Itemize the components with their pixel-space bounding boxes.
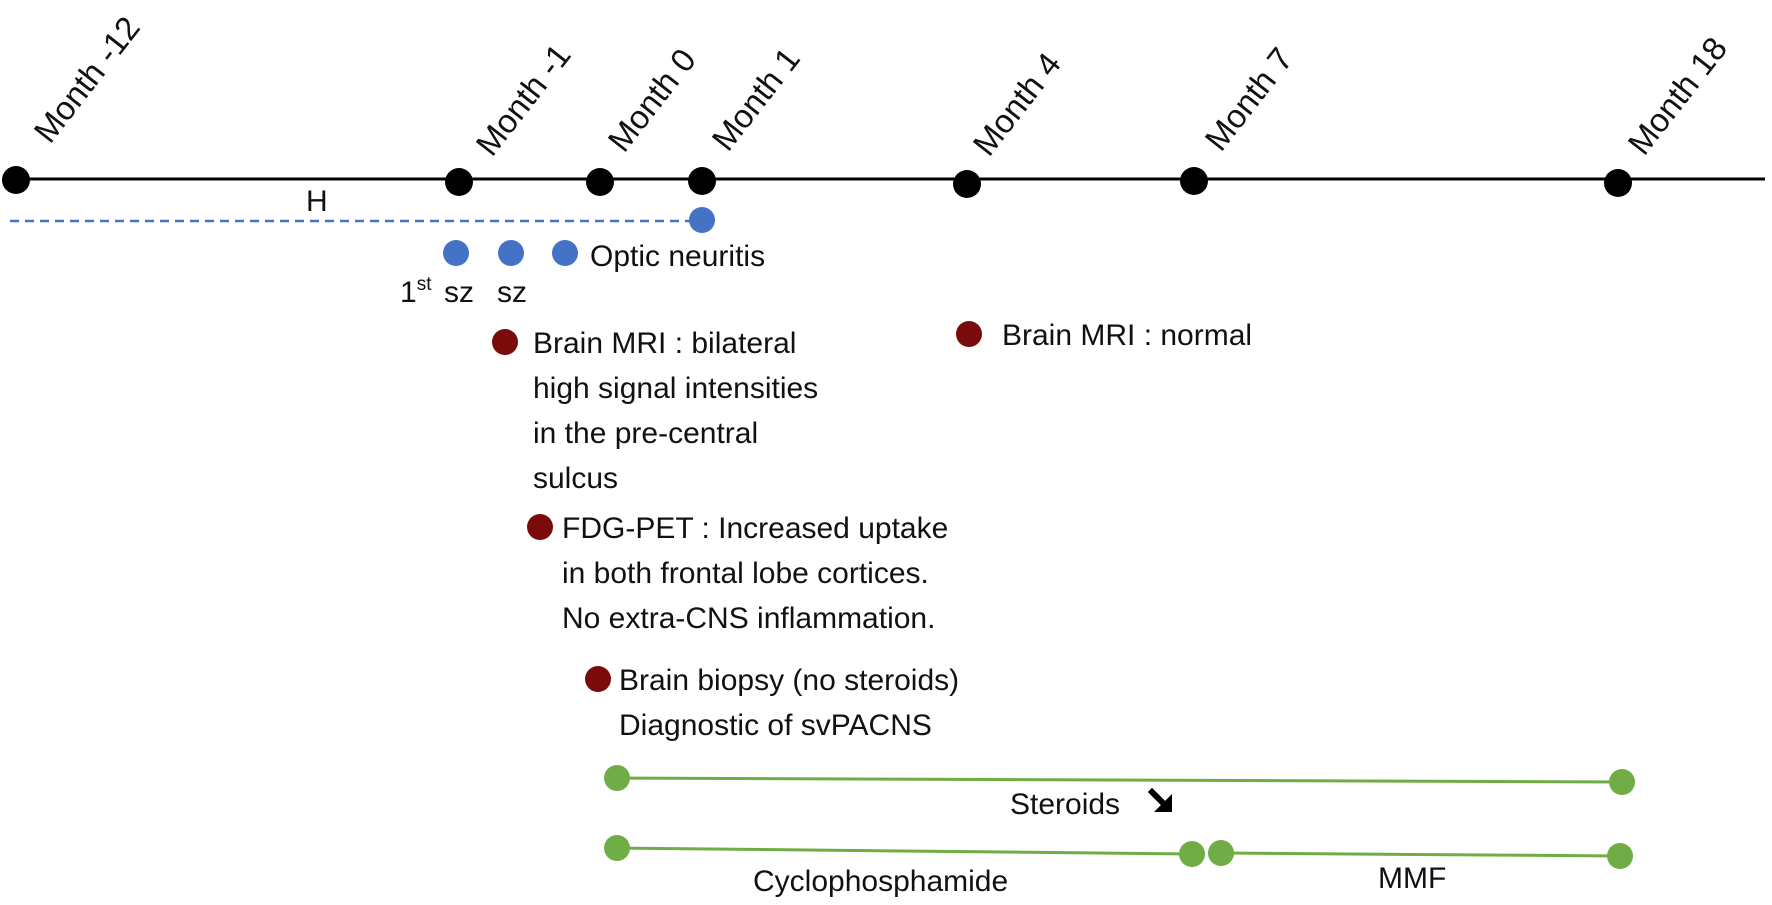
first-seizure-superscript: st [417,274,433,295]
cyclophosphamide-end-dot [1179,841,1205,867]
fdg-pet-line-3: No extra-CNS inflammation. [562,602,935,635]
brain-mri-1-dot [492,329,518,355]
cyclophosphamide-label: Cyclophosphamide [753,865,1008,898]
h-end-dot [689,207,715,233]
brain-mri-1-line-4: sulcus [533,462,618,495]
optic-neuritis-dot [552,240,578,266]
milestone-label-month-7: Month 7 [1197,41,1300,158]
mmf-end-dot [1607,843,1633,869]
milestone-dot-month-18 [1604,169,1632,197]
mmf-start-dot [1208,840,1234,866]
fdg-pet-line-2: in both frontal lobe cortices. [562,557,929,590]
h-label: H [306,185,328,218]
optic-neuritis-label: Optic neuritis [590,240,765,273]
milestone-label-month-minus-1: Month -1 [468,37,577,162]
brain-mri-2-dot [956,321,982,347]
fdg-pet-text: FDG-PET : Increased uptake in both front… [562,512,957,635]
milestone-dot-month-7 [1180,167,1208,195]
brain-mri-1-line-2: high signal intensities [533,372,818,405]
steroids-end-dot [1609,769,1635,795]
steroids-label: Steroids [1010,788,1120,821]
brain-mri-1-line-3: in the pre-central [533,417,758,450]
cyclophosphamide-line [616,846,1193,856]
milestone-dot-month-minus-12 [2,166,30,194]
brain-mri-1-line-1: Brain MRI : bilateral [533,327,796,360]
brain-biopsy-line-2: Diagnostic of svPACNS [619,709,932,742]
milestone-dot-month-1 [688,167,716,195]
brain-biopsy-line-1: Brain biopsy (no steroids) [619,664,959,697]
first-seizure-dot [443,240,469,266]
seizure-label: sz [497,276,527,309]
milestone-label-month-minus-12: Month -12 [26,9,147,149]
mmf-label: MMF [1378,862,1446,895]
first-seizure-base: 1 [400,276,417,309]
milestone-dot-month-4 [953,170,981,198]
milestone-label-month-18: Month 18 [1620,30,1734,161]
milestone-dot-month-0 [586,168,614,196]
fdg-pet-dot [527,514,553,540]
steroids-start-dot [604,765,630,791]
brain-biopsy-dot [585,666,611,692]
brain-mri-1-text: Brain MRI : bilateral high signal intens… [533,327,827,495]
first-seizure-text: sz [444,276,474,309]
cyclophosphamide-start-dot [604,835,630,861]
milestone-label-month-4: Month 4 [965,46,1068,163]
milestone-dot-month-minus-1 [445,168,473,196]
mmf-line [1220,851,1621,858]
seizure-dot [498,240,524,266]
taper-arrow-icon [1147,787,1172,812]
brain-mri-2-text: Brain MRI : normal [1002,319,1252,352]
brain-biopsy-text: Brain biopsy (no steroids) Diagnostic of… [619,664,968,742]
milestone-label-month-1: Month 1 [704,41,807,158]
steroids-line [616,776,1623,784]
milestone-label-month-0: Month 0 [600,42,703,159]
fdg-pet-line-1: FDG-PET : Increased uptake [562,512,948,545]
